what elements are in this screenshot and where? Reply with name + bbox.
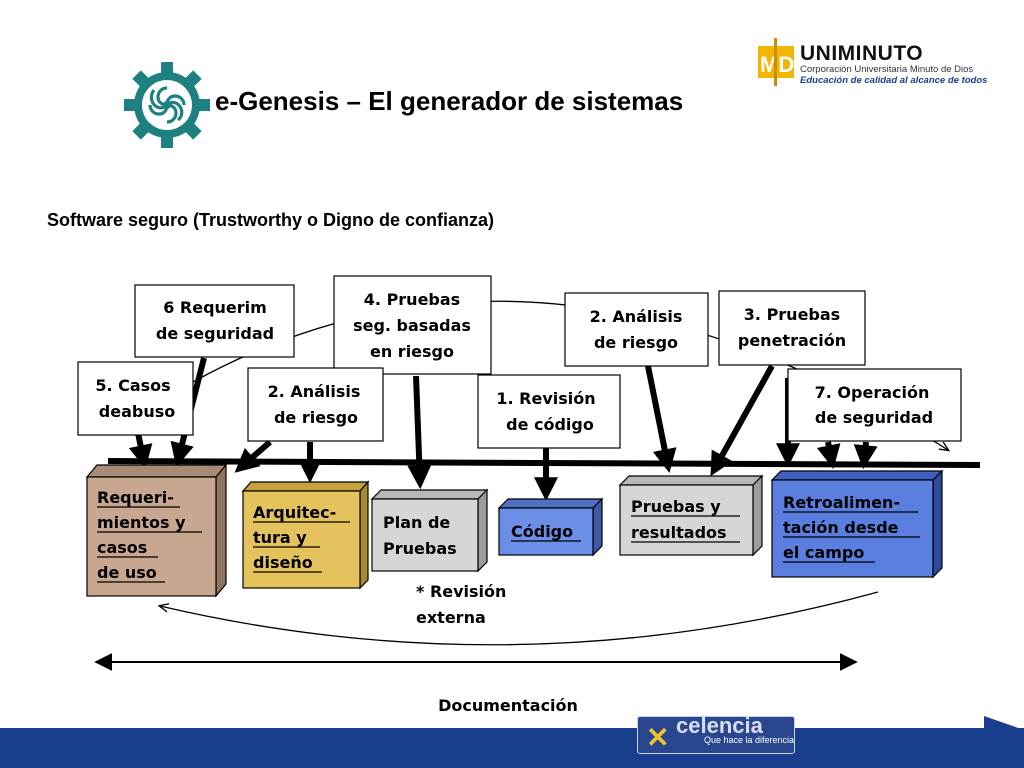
callout-text: de seguridad: [815, 408, 933, 427]
phase-text: Pruebas y: [631, 497, 721, 516]
phase-text: casos: [97, 538, 147, 557]
callout-text: 7. Operación: [815, 383, 930, 402]
callout-text: 3. Pruebas: [744, 305, 840, 324]
phase-text: Arquitec-: [253, 503, 336, 522]
excelencia-logo: ✕ celencia Que hace la diferencia: [637, 713, 795, 754]
callout-3-pruebas-penetracion: 3. Pruebas penetración: [718, 290, 866, 366]
phase-text: el campo: [783, 543, 864, 562]
callout-1-revision-codigo: 1. Revisión de código: [477, 374, 621, 449]
page-subtitle: Software seguro (Trustworthy o Digno de …: [47, 210, 495, 230]
uniminuto-logo: MD UNIMINUTO Corporación Universitaria M…: [756, 38, 992, 88]
footer-bar: [0, 728, 1024, 768]
page-title: e-Genesis – El generador de sistemas: [215, 86, 684, 116]
callout-text: de riesgo: [274, 408, 358, 427]
phase-text: mientos y: [97, 513, 186, 532]
callout-text: 2. Análisis: [590, 307, 683, 326]
logo-line2: Educación de calidad al alcance de todos: [800, 75, 988, 86]
external-review-line2: externa: [416, 608, 486, 627]
callout-2-analisis-left: 2. Análisis de riesgo: [247, 367, 384, 442]
logo-line1: Corporación Universitaria Minuto de Dios: [800, 64, 974, 75]
phase-text: Código: [511, 522, 573, 541]
callout-text: 4. Pruebas: [364, 290, 460, 309]
phase-text: Retroalimen-: [783, 493, 900, 512]
excelencia-x-icon: ✕: [646, 722, 670, 753]
callout-text: de seguridad: [156, 324, 274, 343]
phase-text: tación desde: [783, 518, 899, 537]
callout-text: 1. Revisión: [496, 389, 595, 408]
callout-text: 2. Análisis: [268, 382, 361, 401]
callout-6-requerim: 6 Requerim de seguridad: [134, 284, 295, 358]
callout-text: penetración: [738, 331, 846, 350]
phase-plan-pruebas: Plan de Pruebas: [370, 488, 489, 573]
phase-text: de uso: [97, 563, 157, 582]
phase-codigo: Código: [497, 497, 604, 557]
callout-text: en riesgo: [370, 342, 454, 361]
callout-text: seg. basadas: [353, 316, 471, 335]
uniminuto-mark-icon: MD: [758, 38, 794, 86]
phase-pruebas-resultados: Pruebas y resultados: [618, 474, 764, 557]
external-review-line1: * Revisión: [416, 582, 506, 601]
phase-arquitectura: Arquitec- tura y diseño: [241, 480, 370, 590]
callout-text: de riesgo: [594, 333, 678, 352]
feedback-curve-arrow: [160, 591, 879, 646]
callout-text: de código: [506, 415, 594, 434]
footer-corner-accent: [984, 716, 1024, 730]
phase-retroalimentacion: Retroalimen- tación desde el campo: [770, 469, 944, 579]
callout-5-casos-abuso: 5. Casos deabuso: [77, 361, 194, 436]
phase-text: tura y: [253, 528, 307, 547]
excelencia-tagline: Que hace la diferencia: [704, 735, 795, 745]
logo-mark-text: MD: [760, 52, 794, 77]
documentation-label: Documentación: [438, 696, 578, 715]
callout-4-pruebas-seg: 4. Pruebas seg. basadas en riesgo: [333, 275, 492, 375]
phase-text: Requeri-: [97, 488, 174, 507]
phase-text: Pruebas: [383, 539, 457, 558]
logo-name: UNIMINUTO: [800, 42, 924, 65]
callout-2-analisis-right: 2. Análisis de riesgo: [564, 292, 709, 367]
phase-text: resultados: [631, 523, 727, 542]
callout-text: 5. Casos: [95, 376, 170, 395]
excelencia-word: celencia: [676, 713, 763, 738]
phase-text: Plan de: [383, 513, 450, 532]
callout-text: 6 Requerim: [163, 298, 267, 317]
callout-text: deabuso: [99, 402, 175, 421]
e-genesis-gear-icon: [124, 62, 210, 148]
phase-requerimientos: Requeri- mientos y casos de uso: [85, 463, 228, 598]
phase-text: diseño: [253, 553, 313, 572]
callout-7-operacion-seguridad: 7. Operación de seguridad: [787, 368, 962, 442]
